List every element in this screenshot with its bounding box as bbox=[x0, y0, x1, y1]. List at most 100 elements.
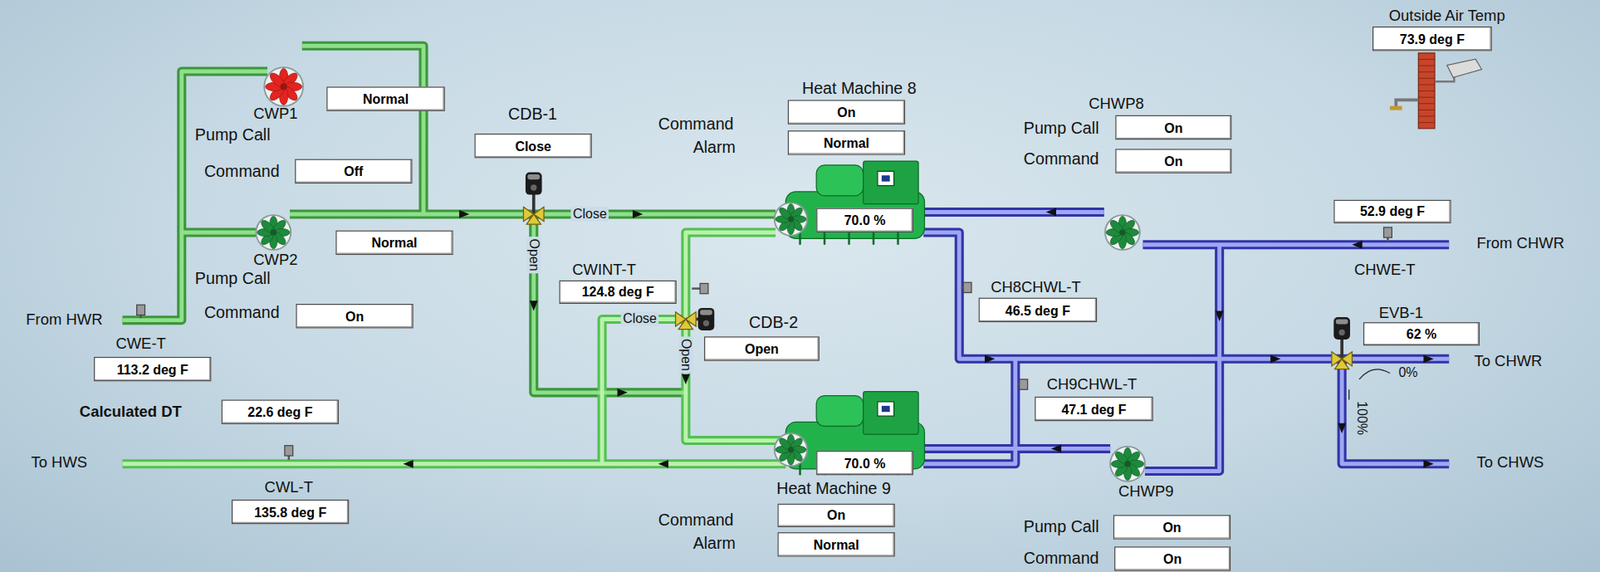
pipe-highlight bbox=[533, 214, 686, 393]
pipe bbox=[923, 207, 1105, 217]
value-box: On bbox=[787, 99, 906, 124]
flow-arrow bbox=[1423, 459, 1434, 469]
tag-label: CHWE-T bbox=[1354, 261, 1416, 279]
value-text: 46.5 deg F bbox=[1005, 302, 1071, 318]
value-box: Normal bbox=[787, 130, 906, 155]
flow-arrow bbox=[402, 459, 413, 469]
flow-arrow bbox=[681, 374, 690, 385]
value-text: 135.8 deg F bbox=[254, 503, 327, 519]
flow-arrow bbox=[529, 300, 539, 311]
valve-symbol bbox=[523, 172, 544, 226]
flow-arrow bbox=[984, 354, 995, 363]
flow-arrow bbox=[658, 459, 669, 469]
value-text: On bbox=[345, 308, 364, 324]
tag-label: CWP1 bbox=[253, 105, 298, 123]
tag-label: Command bbox=[1023, 150, 1100, 169]
tag-label: CWP2 bbox=[253, 251, 298, 269]
position-indicator bbox=[1348, 389, 1350, 400]
tag-label: To HWS bbox=[30, 454, 88, 471]
tag-label: Command bbox=[204, 303, 280, 323]
value-text: On bbox=[1163, 551, 1182, 567]
flow-arrow bbox=[1051, 444, 1062, 453]
value-box: 124.8 deg F bbox=[558, 280, 676, 304]
value-text: 70.0 % bbox=[844, 212, 886, 228]
tag-label: CH8CHWL-T bbox=[990, 278, 1082, 296]
pipe bbox=[302, 45, 424, 215]
value-box: 113.2 deg F bbox=[93, 357, 211, 382]
value-box: 70.0 % bbox=[816, 450, 914, 475]
value-text: On bbox=[1164, 119, 1183, 135]
tag-label: 0% bbox=[1398, 366, 1418, 382]
tag-label: CDB-2 bbox=[748, 313, 798, 332]
pump-symbol bbox=[264, 67, 304, 107]
value-box: On bbox=[295, 303, 413, 328]
flow-arrow bbox=[617, 388, 628, 397]
tag-label: CH9CHWL-T bbox=[1047, 376, 1138, 393]
pipe bbox=[122, 459, 786, 469]
tag-label: From CHWR bbox=[1476, 234, 1564, 252]
tag-label: Close bbox=[621, 312, 660, 328]
value-text: 124.8 deg F bbox=[582, 284, 655, 300]
flow-arrow bbox=[1215, 311, 1224, 322]
pipe-highlight bbox=[923, 210, 1105, 215]
value-text: Normal bbox=[371, 234, 417, 250]
value-text: 52.9 deg F bbox=[1360, 204, 1425, 220]
sensor-symbol bbox=[284, 445, 294, 460]
pipe-network bbox=[122, 45, 1449, 471]
value-text: 22.6 deg F bbox=[247, 404, 313, 420]
value-box: On bbox=[777, 503, 895, 528]
pipe-highlight bbox=[601, 318, 686, 464]
value-text: On bbox=[1164, 153, 1183, 169]
sensor-symbol bbox=[1384, 227, 1393, 242]
flow-arrows bbox=[402, 208, 1434, 469]
pump-symbol bbox=[1105, 215, 1141, 250]
value-box: Open bbox=[704, 336, 820, 361]
value-text: 73.9 deg F bbox=[1399, 30, 1465, 46]
sensor-symbol bbox=[1017, 379, 1028, 390]
pump-symbol bbox=[774, 433, 808, 466]
tag-label: EVB-1 bbox=[1379, 304, 1424, 322]
value-text: On bbox=[836, 104, 856, 120]
pump-symbol bbox=[774, 202, 808, 235]
tag-label: Pump Call bbox=[1023, 119, 1100, 138]
flow-arrow bbox=[1046, 208, 1057, 217]
tag-label: Command bbox=[658, 511, 734, 530]
value-box: 46.5 deg F bbox=[978, 298, 1098, 323]
value-text: On bbox=[826, 508, 846, 524]
pipe-highlight bbox=[1142, 242, 1449, 247]
flow-arrow bbox=[1270, 354, 1281, 363]
position-indicator bbox=[1359, 369, 1390, 380]
pipe bbox=[533, 214, 686, 393]
pipe bbox=[1142, 239, 1449, 250]
pump-symbol bbox=[1110, 446, 1145, 482]
value-text: 113.2 deg F bbox=[117, 361, 189, 377]
tag-label: Pump Call bbox=[195, 125, 271, 144]
chiller-symbol bbox=[785, 391, 925, 476]
pipe-highlight bbox=[181, 230, 258, 235]
value-box: Off bbox=[294, 159, 412, 184]
valve-symbol bbox=[1331, 317, 1353, 370]
tag-label: Command bbox=[204, 162, 280, 182]
value-box: On bbox=[1115, 148, 1232, 173]
value-text: On bbox=[1162, 519, 1181, 535]
value-box: 70.0 % bbox=[816, 208, 914, 233]
value-box: 62 % bbox=[1363, 322, 1480, 346]
value-box: Close bbox=[474, 133, 592, 158]
value-text: Normal bbox=[813, 537, 860, 553]
value-box: On bbox=[1113, 514, 1231, 539]
tag-label: Heat Machine 8 bbox=[802, 79, 917, 98]
value-box: On bbox=[1114, 546, 1231, 571]
tag-label: Pump Call bbox=[1023, 518, 1100, 537]
value-text: Normal bbox=[823, 135, 870, 151]
value-box: Normal bbox=[326, 86, 446, 111]
value-text: 70.0 % bbox=[844, 455, 886, 470]
flow-arrow bbox=[1337, 423, 1346, 434]
valve-symbol bbox=[675, 308, 715, 331]
value-box: 22.6 deg F bbox=[221, 399, 339, 424]
tag-label: Outside Air Temp bbox=[1389, 8, 1506, 25]
pipe-highlight bbox=[1341, 358, 1449, 465]
sensor-symbol bbox=[137, 304, 146, 319]
tag-label: Close bbox=[570, 206, 609, 222]
pipe-highlight bbox=[302, 45, 424, 215]
tag-label: CHWP9 bbox=[1118, 483, 1175, 500]
